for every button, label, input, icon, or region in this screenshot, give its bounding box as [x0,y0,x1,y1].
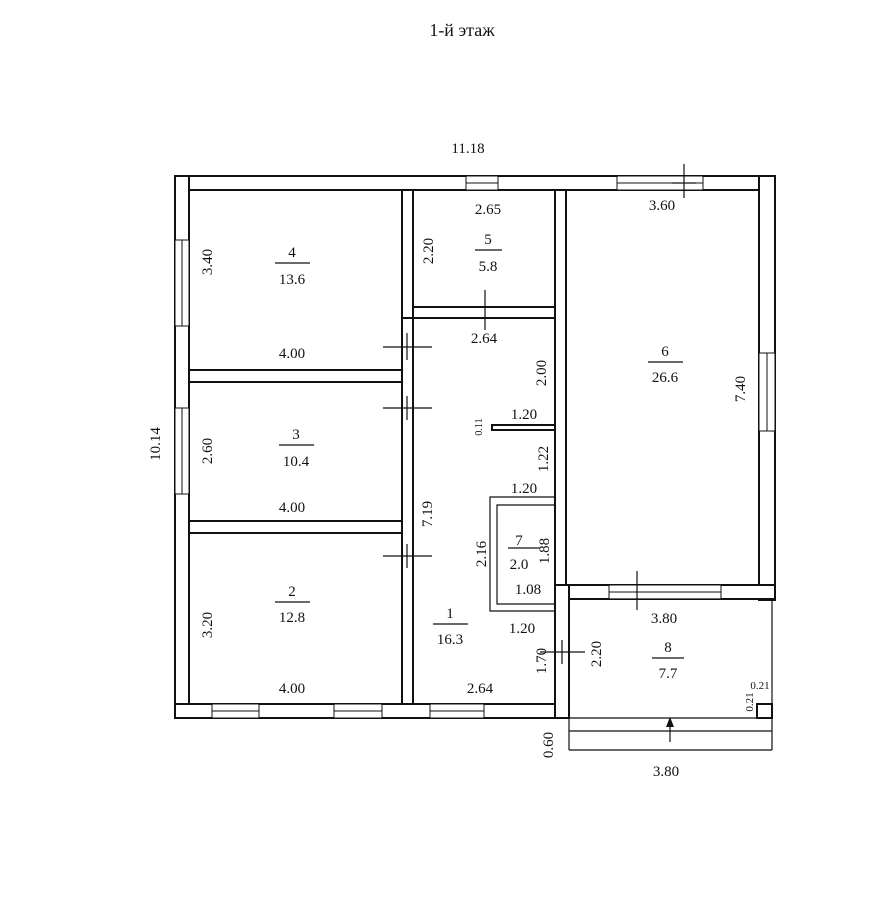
svg-text:7.40: 7.40 [733,376,749,402]
svg-text:2.60: 2.60 [200,438,216,464]
svg-text:13.6: 13.6 [279,272,306,288]
room-6-label: 6 26.6 [648,344,683,386]
svg-text:3.80: 3.80 [651,611,677,627]
svg-text:7: 7 [515,533,523,549]
svg-text:3.80: 3.80 [653,764,679,780]
svg-text:2.00: 2.00 [534,360,550,386]
vertical-dimensions: 3.40 2.60 3.20 2.20 7.19 2.00 0.11 1.22 … [200,238,756,758]
room-2-label: 2 12.8 [275,584,310,626]
svg-text:2: 2 [288,584,296,600]
svg-text:7.7: 7.7 [659,666,678,682]
svg-text:1.08: 1.08 [515,582,541,598]
svg-text:0.11: 0.11 [474,418,485,435]
interior-walls [188,189,567,705]
svg-text:1.20: 1.20 [509,621,535,637]
svg-text:0.21: 0.21 [744,692,756,711]
room-7-label: 7 2.0 [510,533,529,573]
svg-text:3.40: 3.40 [200,249,216,275]
svg-text:1.88: 1.88 [537,538,553,564]
svg-text:1.20: 1.20 [511,407,537,423]
room-1-label: 1 16.3 [433,606,468,648]
room-4-label: 4 13.6 [275,245,310,288]
exterior-walls [174,175,776,719]
door-marks [383,290,585,664]
svg-text:7.19: 7.19 [420,501,436,527]
porch [568,598,773,751]
svg-text:2.20: 2.20 [421,238,437,264]
svg-text:2.65: 2.65 [475,202,501,218]
svg-text:0.60: 0.60 [541,732,557,758]
svg-text:8: 8 [664,640,672,656]
svg-text:2.16: 2.16 [474,540,490,567]
svg-text:5.8: 5.8 [479,259,498,275]
plan-title: 1-й этаж [429,20,495,40]
svg-text:5: 5 [484,232,492,248]
windows [174,164,776,719]
overall-width-label: 11.18 [451,141,484,157]
room-3-label: 3 10.4 [279,427,314,470]
svg-text:1: 1 [446,606,454,622]
svg-text:3: 3 [292,427,300,443]
room-8-label: 8 7.7 [652,640,684,682]
svg-text:3.60: 3.60 [649,198,675,214]
svg-text:3.20: 3.20 [200,612,216,638]
svg-text:1.20: 1.20 [511,481,537,497]
overall-height-label: 10.14 [148,427,164,461]
svg-text:2.64: 2.64 [471,331,498,347]
svg-text:0.21: 0.21 [750,680,769,692]
svg-text:4.00: 4.00 [279,681,305,697]
svg-text:2.64: 2.64 [467,681,494,697]
horizontal-dimensions: 4.00 4.00 4.00 2.65 2.64 2.64 1.20 1.20 … [279,198,770,780]
svg-text:1.70: 1.70 [534,648,550,674]
svg-text:1.22: 1.22 [536,446,552,472]
room-5-label: 5 5.8 [475,232,502,275]
svg-text:10.4: 10.4 [283,454,310,470]
svg-text:12.8: 12.8 [279,610,305,626]
svg-text:6: 6 [661,344,669,360]
svg-text:16.3: 16.3 [437,632,463,648]
svg-text:2.0: 2.0 [510,557,529,573]
svg-text:4: 4 [288,245,296,261]
svg-text:4.00: 4.00 [279,346,305,362]
svg-text:4.00: 4.00 [279,500,305,516]
svg-text:2.20: 2.20 [589,641,605,667]
svg-text:26.6: 26.6 [652,370,679,386]
